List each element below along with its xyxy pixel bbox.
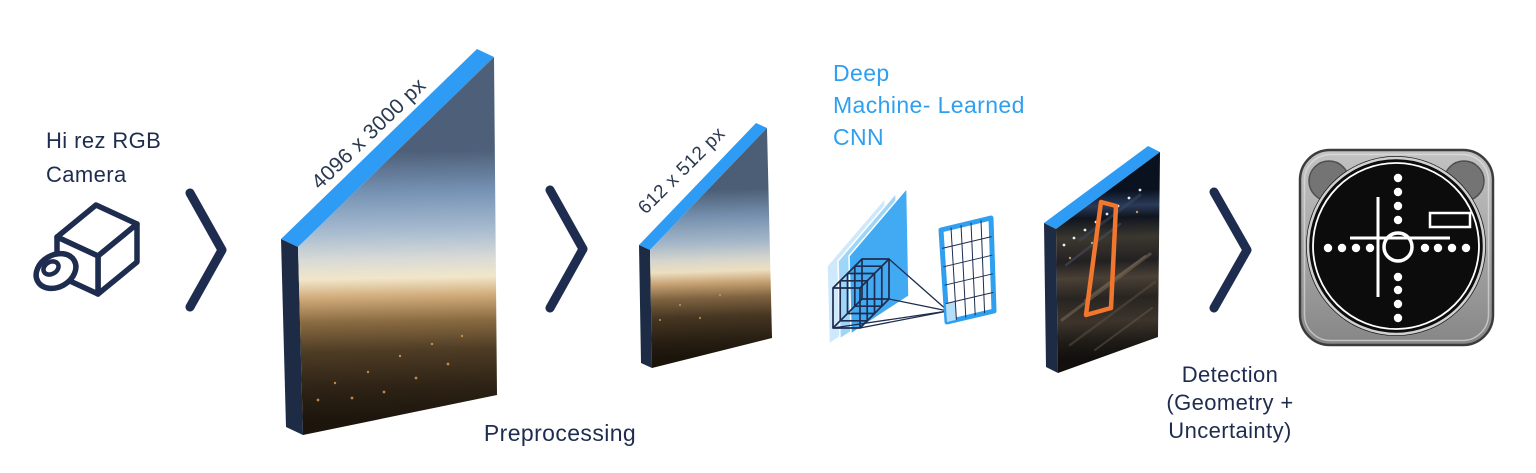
gauge-center-ring bbox=[1382, 231, 1414, 263]
convolution-projection-lines bbox=[832, 258, 949, 329]
conv-kernel-icon bbox=[832, 258, 890, 329]
detection-label: Detection (Geometry + Uncertainty) bbox=[1166, 362, 1294, 444]
detection-bounding-box bbox=[1083, 199, 1119, 318]
camera-label: Hi rez RGB Camera bbox=[46, 128, 162, 188]
cnn-layers bbox=[826, 186, 910, 346]
camera-icon bbox=[33, 202, 140, 297]
ils-gauge-icon bbox=[1298, 148, 1495, 347]
feature-map-grid bbox=[938, 215, 997, 325]
chevron-right-icon bbox=[545, 185, 588, 313]
resized-image-slab bbox=[639, 123, 772, 368]
cnn-label: Deep Machine- Learned CNN bbox=[833, 60, 1025, 151]
gauge-deviation-dots bbox=[1323, 173, 1471, 323]
chevron-right-icon bbox=[185, 188, 227, 312]
gauge-needles bbox=[1350, 197, 1450, 297]
gauge-flag-window bbox=[1428, 211, 1472, 229]
detection-image-slab bbox=[1044, 146, 1160, 373]
chevron-right-icon bbox=[1209, 187, 1252, 313]
preprocessing-label: Preprocessing bbox=[483, 420, 637, 446]
raw-image-slab bbox=[281, 49, 497, 435]
